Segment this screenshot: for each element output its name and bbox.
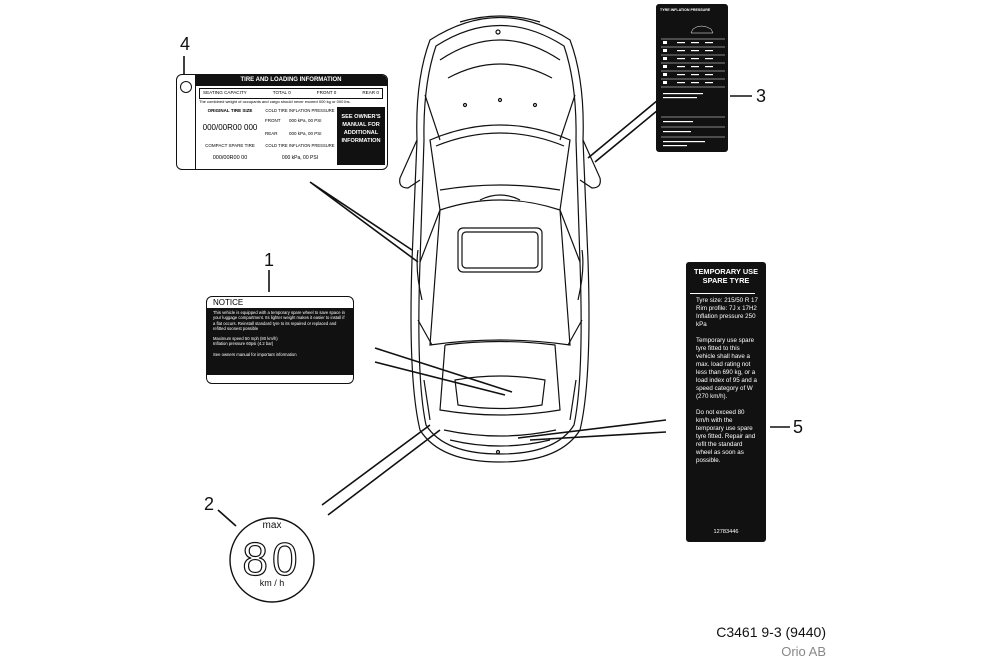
rear-label: REAR bbox=[265, 131, 278, 136]
spare-size-value: 000/00R00 00 bbox=[212, 155, 248, 161]
callout-3: 3 bbox=[756, 86, 767, 106]
spare-tyre-title: TEMPORARY USE SPARE TYRE bbox=[693, 267, 759, 285]
seating-capacity-row: SEATING CAPACITY TOTAL 0 FRONT 0 REAR 0 bbox=[199, 88, 383, 99]
speed-value-text: 80 bbox=[242, 533, 301, 585]
front-label: FRONT bbox=[265, 118, 281, 123]
see-owners-manual-box: SEE OWNER'S MANUAL FOR ADDITIONAL INFORM… bbox=[337, 107, 385, 165]
inflation-table-graphic bbox=[661, 25, 725, 147]
notice-label: NOTICE This vehicle is equipped with a t… bbox=[206, 296, 354, 384]
spare-tyre-label: TEMPORARY USE SPARE TYRE Tyre size: 215/… bbox=[686, 262, 766, 542]
notice-pressure-text: Inflation pressure 60psi (4.2 bar) bbox=[213, 341, 274, 347]
spare-para1-text: Temporary use spare tyre fitted to this … bbox=[696, 337, 757, 400]
seating-front: FRONT 0 bbox=[316, 90, 337, 95]
tire-icon bbox=[180, 81, 192, 93]
leader-lines bbox=[183, 56, 790, 527]
callout-1: 1 bbox=[264, 250, 275, 270]
spare-inflation-text: Inflation pressure 250 kPa bbox=[696, 313, 756, 328]
inflation-title: TYRE INFLATION PRESSURE bbox=[660, 8, 711, 12]
notice-footer-text: See owners manual for important informat… bbox=[213, 352, 297, 358]
callout-2: 2 bbox=[204, 494, 215, 514]
tire-loading-label: TIRE AND LOADING INFORMATION SEATING CAP… bbox=[176, 74, 388, 170]
combined-weight-text: The combined weight of occupants and car… bbox=[199, 99, 351, 104]
callout-2-leader bbox=[217, 509, 237, 527]
seating-capacity-label: SEATING CAPACITY bbox=[203, 90, 247, 95]
callout-5: 5 bbox=[793, 417, 804, 437]
spare-rim-text: Rim profile: 7J x 17H2 bbox=[696, 305, 757, 312]
front-value: 000 kPa, 00 PSI bbox=[289, 118, 322, 123]
speed-max-text: max bbox=[263, 520, 282, 531]
spare-para2-text: Do not exceed 80 km/h with the temporary… bbox=[696, 409, 756, 464]
col-pressure: COLD TIRE INFLATION PRESSURE bbox=[265, 108, 335, 113]
seating-rear: REAR 0 bbox=[362, 90, 379, 95]
notice-speed-text: Maximum speed 50 mph (80 km/h) bbox=[213, 335, 278, 341]
notice-title: NOTICE bbox=[213, 298, 244, 307]
callout-4: 4 bbox=[180, 34, 191, 54]
car-outline bbox=[399, 15, 601, 463]
tire-loading-title: TIRE AND LOADING INFORMATION bbox=[195, 75, 387, 86]
figure-company: Orio AB bbox=[781, 644, 826, 659]
spare-size-text: Tyre size: 215/50 R 17 bbox=[696, 297, 758, 304]
speed-label: max 80 km / h bbox=[229, 517, 315, 603]
spare-tyre-rule bbox=[690, 293, 755, 294]
spare-pressure-label: COLD TIRE INFLATION PRESSURE bbox=[265, 143, 335, 148]
col-tire-size: ORIGINAL TIRE SIZE bbox=[207, 108, 253, 113]
inflation-pressure-label: TYRE INFLATION PRESSURE bbox=[656, 4, 728, 152]
spare-part-number: 12783446 bbox=[713, 529, 739, 535]
compact-spare-label: COMPACT SPARE TIRE bbox=[205, 143, 255, 148]
figure-code: C3461 9-3 (9440) bbox=[716, 624, 826, 640]
tire-loading-side-strip bbox=[177, 75, 196, 169]
tire-size-value: 000/00R00 000 bbox=[202, 123, 258, 132]
speed-unit-text: km / h bbox=[260, 578, 285, 588]
spare-pressure-value: 000 kPa, 00 PSI bbox=[281, 155, 319, 161]
spare-tyre-body: Tyre size: 215/50 R 17 Rim profile: 7J x… bbox=[696, 297, 759, 465]
notice-body-panel: This vehicle is equipped with a temporar… bbox=[207, 308, 353, 375]
notice-body-text: This vehicle is equipped with a temporar… bbox=[213, 310, 345, 332]
rear-value: 000 kPa, 00 PSI bbox=[289, 131, 322, 136]
seating-total: TOTAL 0 bbox=[272, 90, 291, 95]
